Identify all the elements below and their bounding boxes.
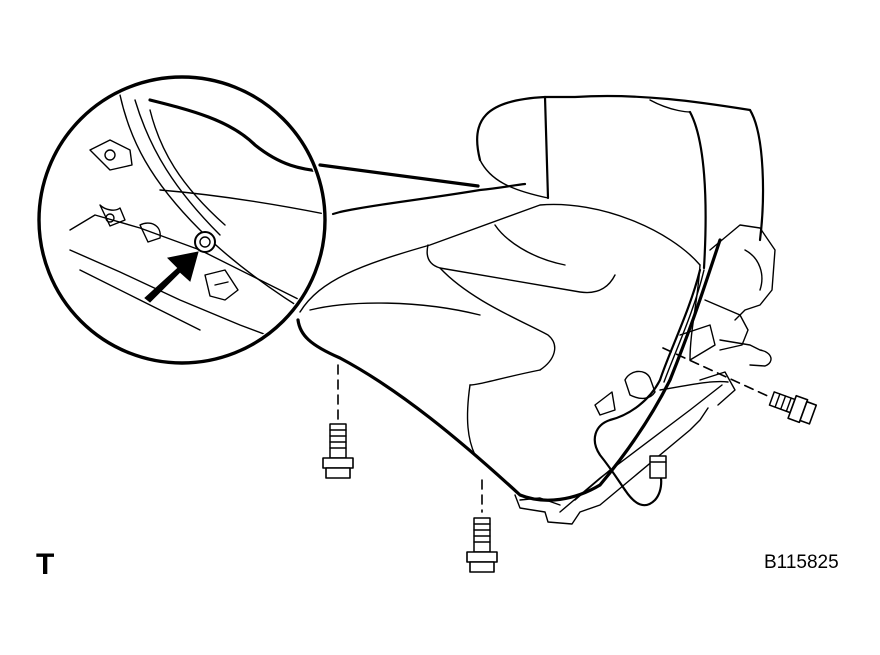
wire-harness-icon: [593, 268, 705, 507]
seat-track-icon: [514, 224, 776, 525]
bolt-icon: [466, 517, 498, 573]
seat-cushion-icon: [296, 203, 722, 502]
torque-symbol: T: [36, 548, 55, 581]
figure-code: B115825: [764, 552, 839, 573]
seatback-icon: [476, 94, 765, 270]
arrow-icon: [144, 251, 199, 303]
bolt-icon: [322, 423, 354, 479]
installation-guide-lines: [337, 347, 773, 513]
bolt-icon: [768, 391, 818, 425]
detail-magnifier-icon: [37, 75, 527, 365]
